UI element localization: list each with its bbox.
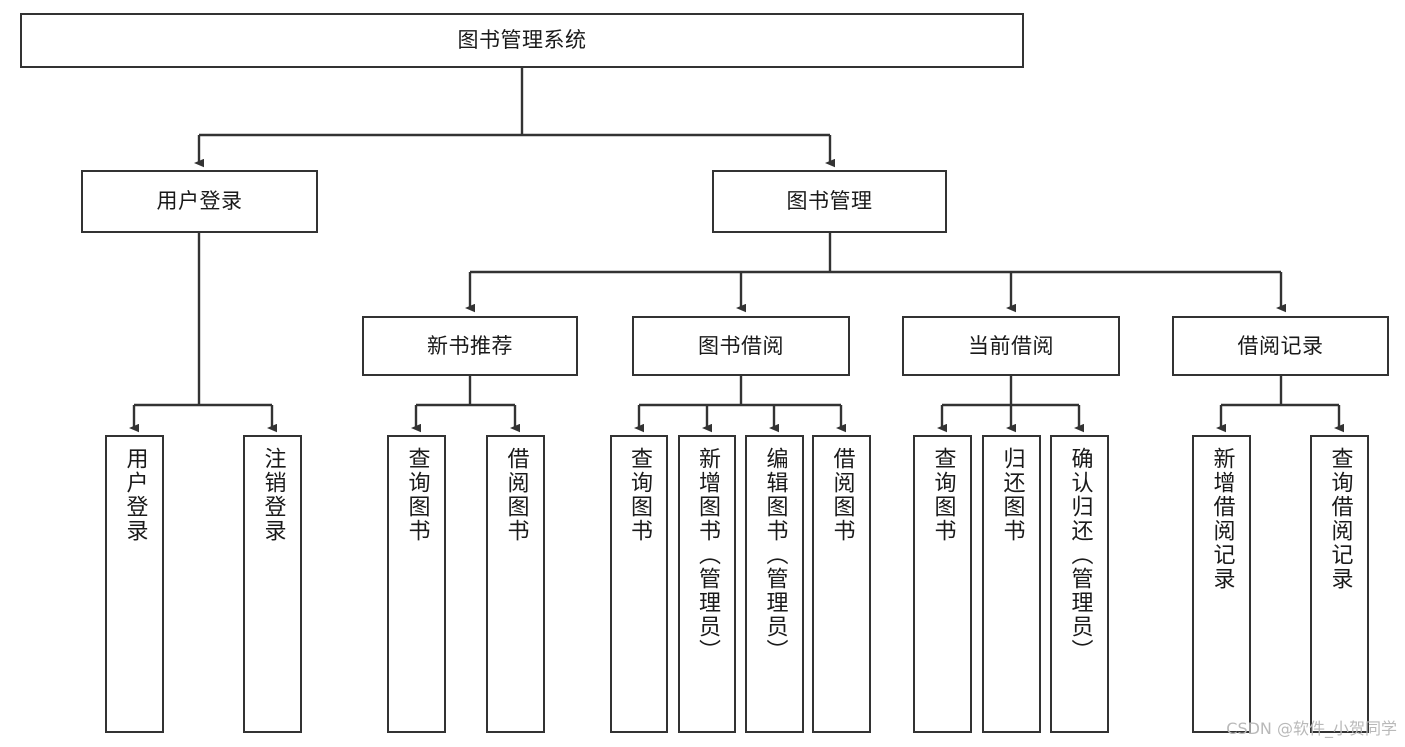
node-leaf-query-book-1[interactable]: 查询图书 (387, 435, 446, 733)
node-leaf-add-book-admin-label: 新增图书（管理员） (695, 447, 720, 663)
node-user-login-label: 用户登录 (156, 189, 243, 214)
node-book-management[interactable]: 图书管理 (712, 170, 947, 233)
node-current-borrow-label: 当前借阅 (968, 333, 1054, 358)
node-leaf-logout[interactable]: 注销登录 (243, 435, 302, 733)
node-leaf-edit-book-admin-label: 编辑图书（管理员） (762, 447, 788, 663)
node-leaf-borrow-book-2[interactable]: 借阅图书 (812, 435, 871, 733)
node-leaf-query-borrow-record[interactable]: 查询借阅记录 (1310, 435, 1369, 733)
node-leaf-query-book-2-label: 查询图书 (627, 447, 652, 543)
node-leaf-borrow-book-1[interactable]: 借阅图书 (486, 435, 545, 733)
node-leaf-return-book[interactable]: 归还图书 (982, 435, 1041, 733)
node-leaf-user-login-label: 用户登录 (122, 447, 148, 543)
node-new-book-recommend[interactable]: 新书推荐 (362, 316, 578, 376)
node-leaf-borrow-book-1-label: 借阅图书 (503, 447, 529, 543)
node-leaf-logout-label: 注销登录 (260, 447, 286, 543)
csdn-watermark: CSDN @软件_小贺同学 (1226, 719, 1397, 738)
node-leaf-edit-book-admin[interactable]: 编辑图书（管理员） (745, 435, 804, 733)
node-leaf-add-book-admin[interactable]: 新增图书（管理员） (678, 435, 736, 733)
node-book-management-label: 图书管理 (786, 189, 873, 214)
node-borrow-record[interactable]: 借阅记录 (1172, 316, 1389, 376)
node-leaf-user-login[interactable]: 用户登录 (105, 435, 164, 733)
node-root-label: 图书管理系统 (457, 28, 587, 53)
node-current-borrow[interactable]: 当前借阅 (902, 316, 1120, 376)
node-leaf-query-book-2[interactable]: 查询图书 (610, 435, 668, 733)
node-book-borrow-label: 图书借阅 (698, 333, 784, 358)
node-leaf-add-borrow-record[interactable]: 新增借阅记录 (1192, 435, 1251, 733)
node-leaf-return-book-label: 归还图书 (999, 447, 1025, 543)
node-user-login[interactable]: 用户登录 (81, 170, 318, 233)
node-borrow-record-label: 借阅记录 (1237, 333, 1324, 358)
node-root[interactable]: 图书管理系统 (20, 13, 1024, 68)
node-leaf-confirm-return-admin[interactable]: 确认归还（管理员） (1050, 435, 1109, 733)
node-leaf-query-borrow-record-label: 查询借阅记录 (1327, 447, 1353, 591)
node-book-borrow[interactable]: 图书借阅 (632, 316, 850, 376)
node-leaf-add-borrow-record-label: 新增借阅记录 (1209, 447, 1235, 591)
node-leaf-query-book-3-label: 查询图书 (930, 447, 956, 543)
node-leaf-query-book-1-label: 查询图书 (404, 447, 430, 543)
node-leaf-borrow-book-2-label: 借阅图书 (829, 447, 855, 543)
node-leaf-query-book-3[interactable]: 查询图书 (913, 435, 972, 733)
node-new-book-recommend-label: 新书推荐 (427, 333, 513, 358)
node-leaf-confirm-return-admin-label: 确认归还（管理员） (1067, 447, 1093, 663)
